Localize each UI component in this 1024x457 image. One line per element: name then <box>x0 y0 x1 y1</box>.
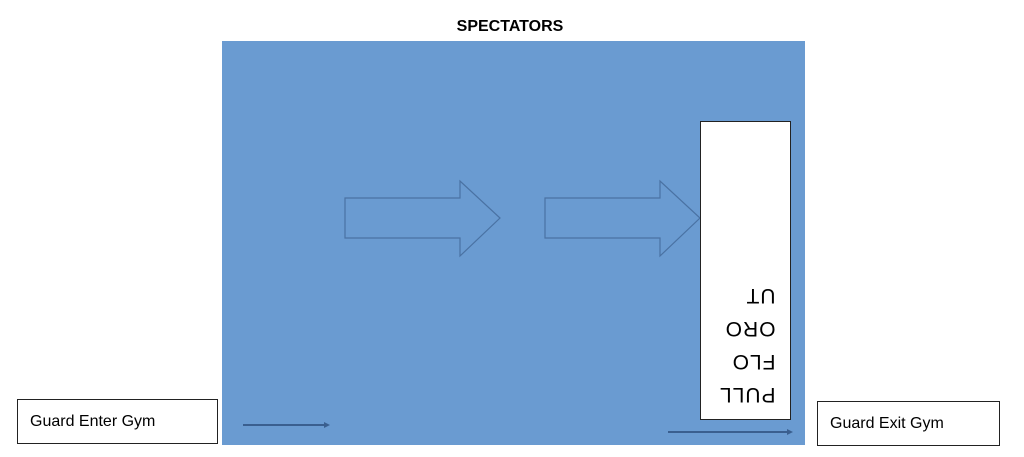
spectators-label: SPECTATORS <box>456 18 564 35</box>
guard-exit-arrow <box>668 429 793 435</box>
pull-floor-out-label: PULLFLOOROUT <box>718 284 776 406</box>
pull-floor-out-box: PULLFLOOROUT <box>700 121 791 420</box>
flow-arrow-1 <box>344 179 501 258</box>
flow-arrow-2 <box>544 179 701 258</box>
guard-enter-gym-label: Guard Enter Gym <box>30 412 156 430</box>
guard-enter-gym-box: Guard Enter Gym <box>17 399 218 444</box>
guard-exit-gym-box: Guard Exit Gym <box>817 401 1000 446</box>
guard-exit-gym-label: Guard Exit Gym <box>830 414 944 432</box>
guard-enter-arrow <box>243 422 330 428</box>
